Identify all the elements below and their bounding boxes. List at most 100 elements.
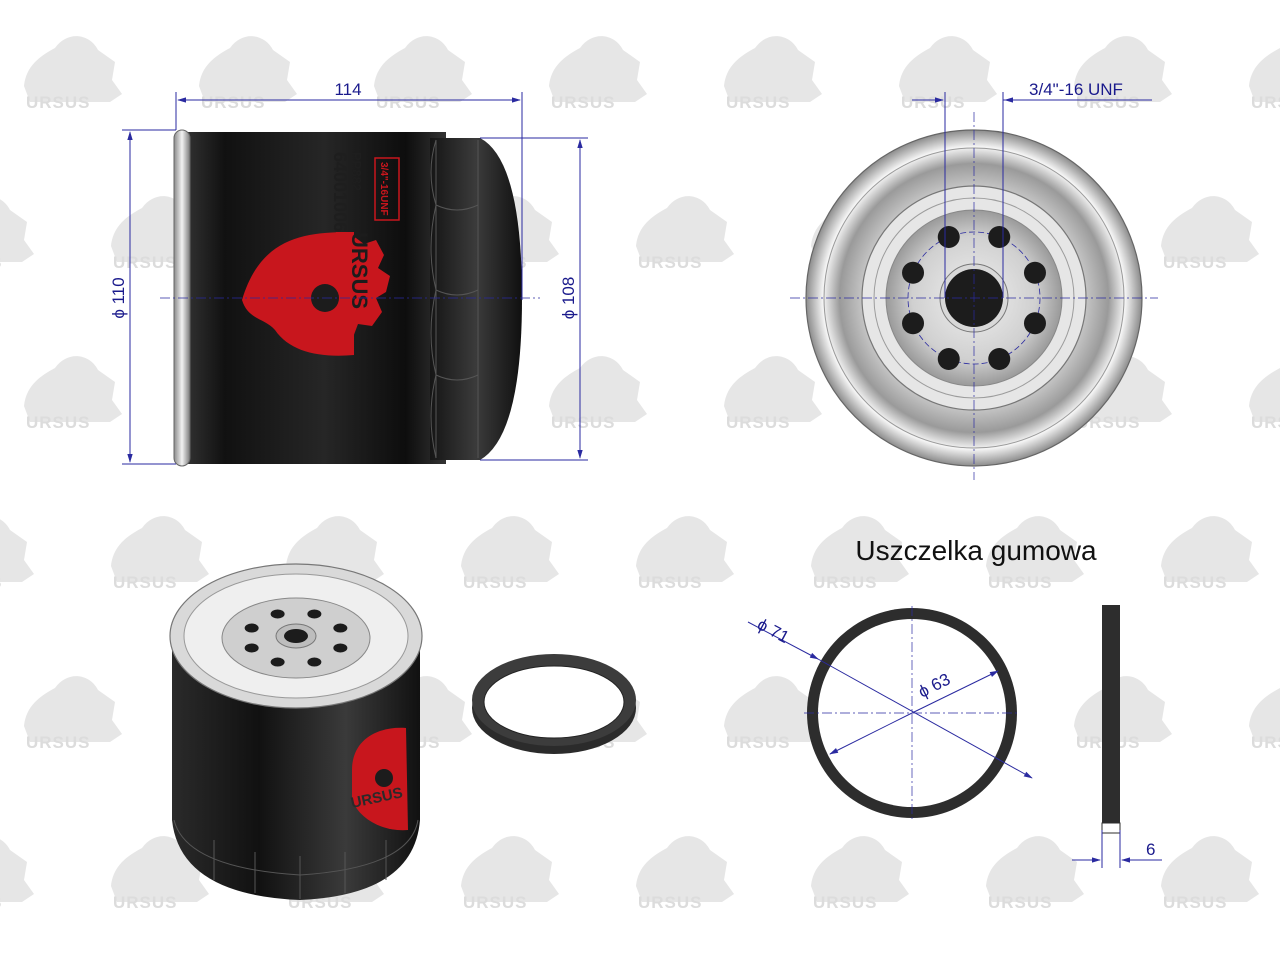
watermark-text: URSUS — [726, 733, 791, 752]
watermark-bear-icon: URSUS — [636, 516, 734, 592]
watermark-bear-icon: URSUS — [461, 516, 559, 592]
gasket-iso-inner — [483, 665, 625, 739]
dimension-outer-diameter: ϕ 110 — [109, 129, 176, 465]
watermark-bear-icon: URSUS — [24, 356, 122, 432]
watermark-bear-icon: URSUS — [811, 516, 909, 592]
iso-mounting-hole — [333, 643, 348, 653]
gasket-section: Uszczelka gumowa ϕ 71 ϕ 63 6 — [747, 535, 1162, 868]
mounting-hole — [1023, 261, 1046, 284]
side-view: URSUS 64001006 PP882 3/4"-16UNF 114 ϕ 11… — [109, 80, 588, 467]
watermark-bear-icon: URSUS — [24, 36, 122, 112]
mounting-hole — [937, 226, 960, 249]
dim-outer-diameter-value: ϕ 110 — [109, 277, 128, 318]
watermark-text: URSUS — [726, 413, 791, 432]
watermark-bear-icon: URSUS — [636, 196, 734, 272]
watermark-bear-icon: URSUS — [549, 356, 647, 432]
watermark-text: URSUS — [463, 893, 528, 912]
watermark-text: URSUS — [638, 893, 703, 912]
gasket-title: Uszczelka gumowa — [855, 535, 1097, 566]
top-view: 3/4"-16 UNF — [790, 80, 1158, 480]
dimension-thread: 3/4"-16 UNF — [912, 80, 1152, 298]
iso-hex-facets — [173, 819, 419, 899]
watermark-text: URSUS — [113, 253, 178, 272]
thread-label: 3/4"-16UNF — [378, 162, 389, 216]
watermark-text: URSUS — [988, 893, 1053, 912]
watermark-bear-icon: URSUS — [1074, 36, 1172, 112]
watermark-text: URSUS — [1076, 93, 1141, 112]
watermark-text: URSUS — [26, 733, 91, 752]
hex-facets — [430, 139, 479, 459]
watermark-bear-icon: URSUS — [199, 36, 297, 112]
watermark-text: URSUS — [551, 93, 616, 112]
mounting-hole — [988, 226, 1011, 249]
part-number-label: 64001006 — [330, 152, 350, 232]
watermark-bear-icon: URSUS — [1074, 676, 1172, 752]
gasket-section-tip — [1101, 822, 1121, 834]
watermark-text: URSUS — [1163, 253, 1228, 272]
watermark-text: URSUS — [463, 573, 528, 592]
watermark-bear-icon: URSUS — [24, 676, 122, 752]
iso-mounting-hole — [333, 623, 348, 633]
iso-body — [172, 650, 420, 900]
watermark-bear-icon: URSUS — [986, 836, 1084, 912]
watermark-text: URSUS — [638, 253, 703, 272]
watermark-text: URSUS — [901, 93, 966, 112]
watermark-bear-icon: URSUS — [111, 516, 209, 592]
iso-mounting-hole — [270, 657, 285, 667]
watermark-text: URSUS — [26, 93, 91, 112]
mounting-hole — [1023, 312, 1046, 335]
watermark-bear-icon: URSUS — [986, 516, 1084, 592]
watermark-bear-icon: URSUS — [899, 36, 997, 112]
dimension-gasket-thickness: 6 — [1072, 830, 1162, 868]
thread-label-box — [374, 157, 400, 221]
watermark-bear-icon: URSUS — [1249, 688, 1280, 752]
watermark-bear-icon: URSUS — [811, 836, 909, 912]
dim-gasket-thickness-value: 6 — [1146, 840, 1155, 859]
mounting-hole — [988, 347, 1011, 370]
watermark-text: URSUS — [1251, 413, 1280, 432]
top-holes — [902, 226, 1046, 370]
watermark-text: URSUS — [376, 93, 441, 112]
watermark-text: URSUS — [726, 93, 791, 112]
watermark-text: URSUS — [201, 93, 266, 112]
watermark-bear-icon: URSUS — [724, 36, 822, 112]
watermark-bear-icon: URSUS — [1161, 516, 1259, 592]
dim-length-value: 114 — [334, 80, 361, 99]
watermark-bear-icon: URSUS — [0, 199, 34, 272]
watermark-bear-icon: URSUS — [0, 519, 34, 592]
iso-mounting-hole — [244, 643, 259, 653]
watermark-text: URSUS — [813, 893, 878, 912]
watermark-text: URSUS — [638, 573, 703, 592]
iso-thread-hole — [284, 629, 308, 643]
watermark-text: URSUS — [113, 573, 178, 592]
watermark-text: URSUS — [0, 893, 3, 912]
mounting-hole — [902, 312, 925, 335]
watermark-text: URSUS — [1251, 733, 1280, 752]
watermark-text: URSUS — [0, 253, 3, 272]
gasket-cross-section — [1102, 605, 1120, 823]
dim-inner-diameter-value: ϕ 108 — [559, 277, 578, 320]
model-label: PP882 — [349, 152, 364, 191]
watermark-text: URSUS — [813, 573, 878, 592]
mounting-hole — [902, 261, 925, 284]
watermark-text: URSUS — [26, 413, 91, 432]
watermark-bear-icon: URSUS — [1249, 48, 1280, 112]
logo-brand-text: URSUS — [347, 232, 372, 309]
watermark-bear-icon: URSUS — [1161, 196, 1259, 272]
watermark-text: URSUS — [988, 573, 1053, 592]
watermark-bear-icon: URSUS — [636, 836, 734, 912]
ursus-logo-icon: URSUS — [242, 232, 390, 356]
mounting-hole — [937, 347, 960, 370]
dimension-inner-diameter: ϕ 108 — [480, 137, 588, 461]
watermark-bear-icon: URSUS — [1249, 368, 1280, 432]
watermark-text: URSUS — [0, 573, 3, 592]
watermark-bear-icon: URSUS — [374, 36, 472, 112]
watermark-text: URSUS — [551, 413, 616, 432]
filter-hex-end — [430, 138, 522, 460]
watermark-bear-icon: URSUS — [461, 836, 559, 912]
dim-thread-value: 3/4"-16 UNF — [1029, 80, 1123, 99]
iso-holes — [244, 609, 348, 667]
watermark-bear-icon: URSUS — [549, 36, 647, 112]
